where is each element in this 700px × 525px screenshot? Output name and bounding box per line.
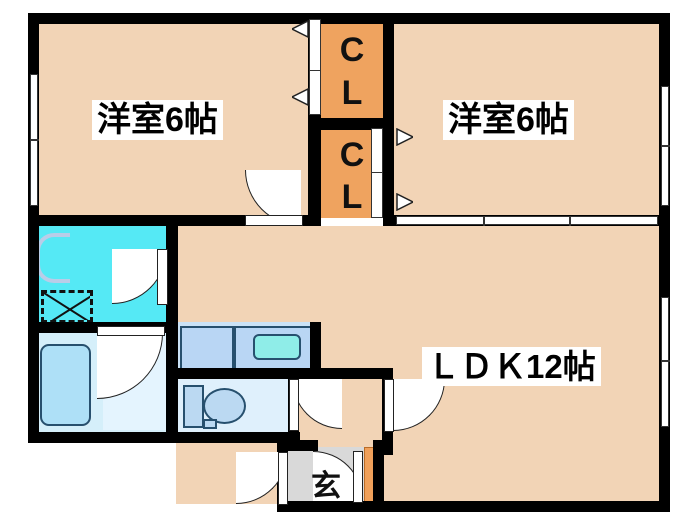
door-entrance-leaf[interactable]: [278, 452, 288, 505]
wall-hall-top: [288, 368, 393, 379]
closet-upper-door-left-2[interactable]: [292, 88, 322, 106]
label-bedroom-right: 洋室6帖: [443, 100, 574, 140]
door-bath-leaf[interactable]: [97, 326, 165, 336]
closet-upper-letter-c: C: [339, 31, 365, 69]
washbasin-counter-left: [180, 326, 234, 370]
door-ldk-leaf[interactable]: [384, 379, 394, 432]
door-genkan-inner-leaf[interactable]: [353, 451, 363, 503]
wall-ldk-left-lower: [382, 440, 393, 455]
label-ldk: ＬＤＫ12帖: [422, 347, 601, 386]
washbasin-icon: [253, 334, 301, 360]
wall-bottom-toilet: [167, 432, 300, 443]
closet-lower-door-right[interactable]: [383, 128, 413, 146]
wall-right-outer: [659, 13, 670, 512]
closet-upper-door-panel-top[interactable]: [309, 19, 321, 71]
closet-lower-letter-l: L: [341, 178, 363, 216]
label-entrance: 玄: [311, 470, 341, 503]
wall-washroom-right: [310, 322, 321, 372]
door-bedroom-left-leaf[interactable]: [245, 215, 303, 226]
window-mullion: [662, 145, 670, 147]
wall-bottom-ldk: [373, 501, 670, 512]
refrigerator-cross-icon: [44, 293, 90, 320]
window-bedroom-right: [661, 86, 670, 206]
closet-lower-door-panel-top[interactable]: [371, 128, 383, 173]
window-mullion: [662, 360, 670, 362]
label-bedroom-left: 洋室6帖: [92, 100, 223, 140]
window-bedroom-left: [30, 74, 39, 206]
wall-hall-entrance: [288, 440, 318, 451]
closet-upper-letter-l: L: [341, 74, 363, 112]
sliding-door-mullion: [569, 217, 571, 226]
closet-upper: C L: [321, 19, 383, 122]
refrigerator-space-icon: [41, 290, 93, 323]
door-toilet-leaf[interactable]: [289, 379, 299, 431]
wall-bottom-entrance: [288, 501, 384, 512]
wall-washroom-toilet: [166, 368, 321, 379]
wall-between-closets: [308, 118, 394, 130]
closet-lower-door-right-2[interactable]: [383, 193, 413, 211]
toilet-flush-button-icon: [203, 419, 217, 429]
kitchen-sink-icon: [36, 233, 70, 283]
wall-entrance-right-upper: [373, 440, 384, 512]
wall-bottom-water-block: [28, 432, 178, 443]
closet-lower-letter-c: C: [339, 136, 365, 174]
wall-top-outer: [28, 13, 670, 24]
sliding-door-bedroom-right-ldk[interactable]: [396, 216, 658, 226]
wall-kitchen-ldk: [166, 218, 178, 333]
closet-lower-door-panel-bottom[interactable]: [371, 172, 383, 218]
door-kitchen-leaf[interactable]: [157, 249, 168, 305]
bathtub-icon: [40, 344, 91, 426]
toilet-bowl-icon: [203, 388, 246, 424]
closet-upper-door-left[interactable]: [292, 20, 322, 38]
window-mullion: [31, 139, 39, 141]
sliding-door-mullion: [483, 217, 485, 226]
closet-upper-door-panel-bottom[interactable]: [309, 70, 321, 115]
window-ldk-right: [661, 297, 670, 427]
wall-bath-washroom: [166, 322, 178, 443]
toilet-tank-icon: [183, 385, 204, 428]
